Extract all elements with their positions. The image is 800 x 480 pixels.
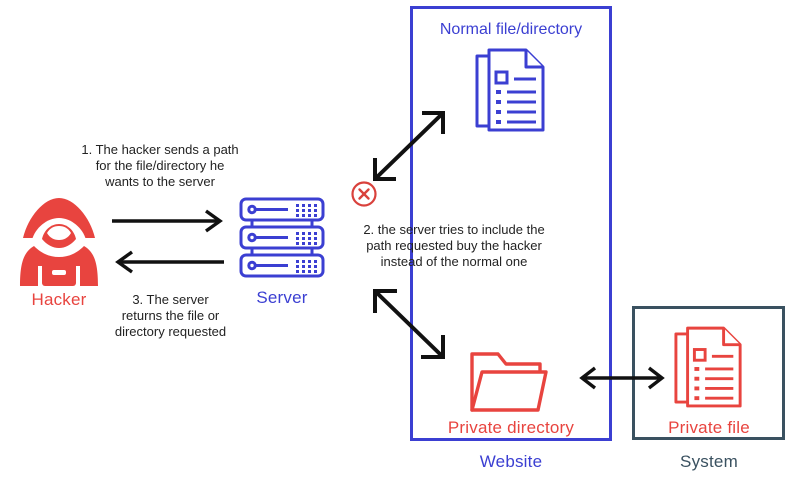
private-file-label: Private file [668, 418, 750, 437]
system-container-label: System [680, 452, 738, 471]
system-container-box [632, 306, 785, 440]
stacked-document-icon-private [673, 326, 745, 410]
step-2-caption: 2. the server tries to include the path … [363, 222, 545, 269]
double-arrow-diagonal-down-icon [366, 282, 452, 366]
double-arrow-horizontal-icon [578, 366, 666, 390]
server-rack-icon [238, 197, 326, 279]
website-container-label: Website [479, 452, 543, 471]
double-arrow-diagonal-up-icon [366, 104, 452, 188]
normal-file-directory-title: Normal file/directory [439, 21, 583, 38]
hacker-server-arrows [110, 206, 230, 276]
website-container-box [410, 6, 612, 441]
private-directory-label: Private directory [447, 418, 575, 437]
stacked-document-icon [474, 48, 548, 134]
step-1-caption: 1. The hacker sends a path for the file/… [81, 142, 239, 189]
step-3-caption: 3. The server returns the file or direct… [114, 292, 227, 339]
circle-x-icon [350, 180, 378, 208]
folder-icon [468, 348, 556, 416]
server-label: Server [256, 288, 308, 307]
hacker-hooded-figure-icon [14, 196, 104, 288]
hacker-label: Hacker [31, 290, 87, 309]
